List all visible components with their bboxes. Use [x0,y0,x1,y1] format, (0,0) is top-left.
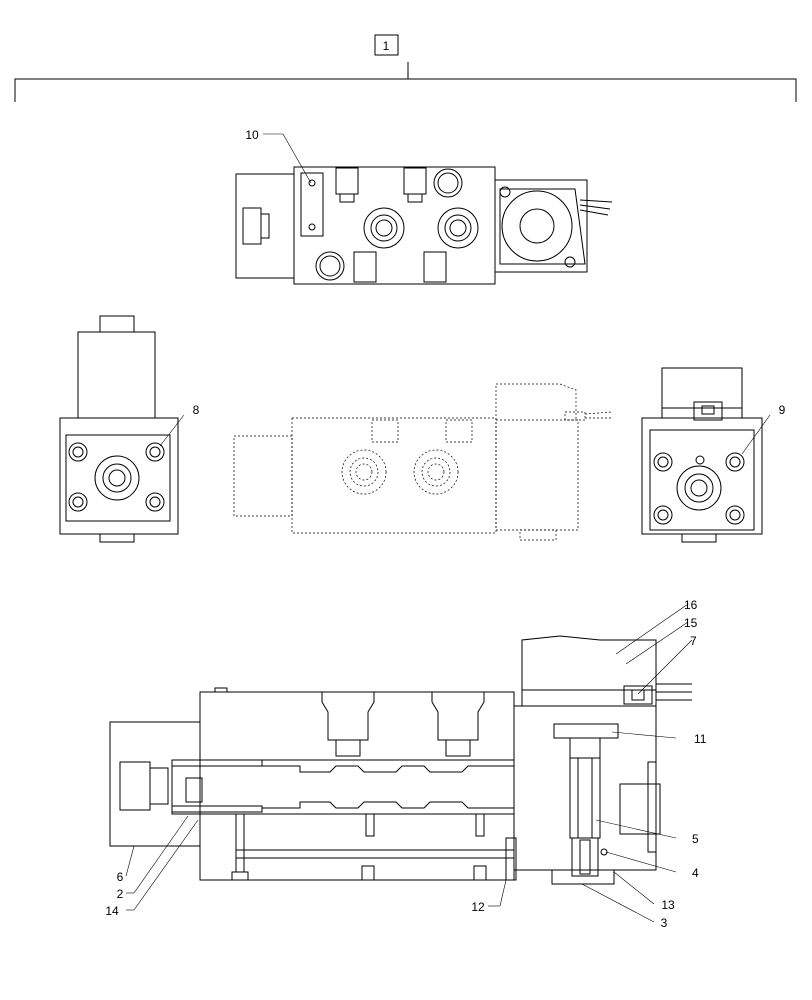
callout-6: 6 [117,870,124,884]
callout-14: 14 [105,904,119,918]
callout-11: 11 [694,732,707,746]
callout-16: 16 [684,598,698,612]
callout-8: 8 [193,403,200,417]
section-view [109,635,692,885]
hidden-view [233,383,613,541]
right-end-view [641,367,763,543]
callout-7: 7 [690,634,697,648]
callout-10: 10 [245,128,259,142]
assembly-bracket [14,34,797,102]
left-end-view [59,315,179,543]
callout-4: 4 [692,866,699,880]
callout-15: 15 [684,616,698,630]
callout-13: 13 [661,898,675,912]
top-view [235,166,613,285]
callout-leaders [125,603,693,923]
callout-12: 12 [471,900,485,914]
callout-9: 9 [779,403,786,417]
callout-1: 1 [383,39,390,53]
callout-3: 3 [661,916,668,930]
callout-5: 5 [692,832,699,846]
callout-2: 2 [117,887,124,901]
